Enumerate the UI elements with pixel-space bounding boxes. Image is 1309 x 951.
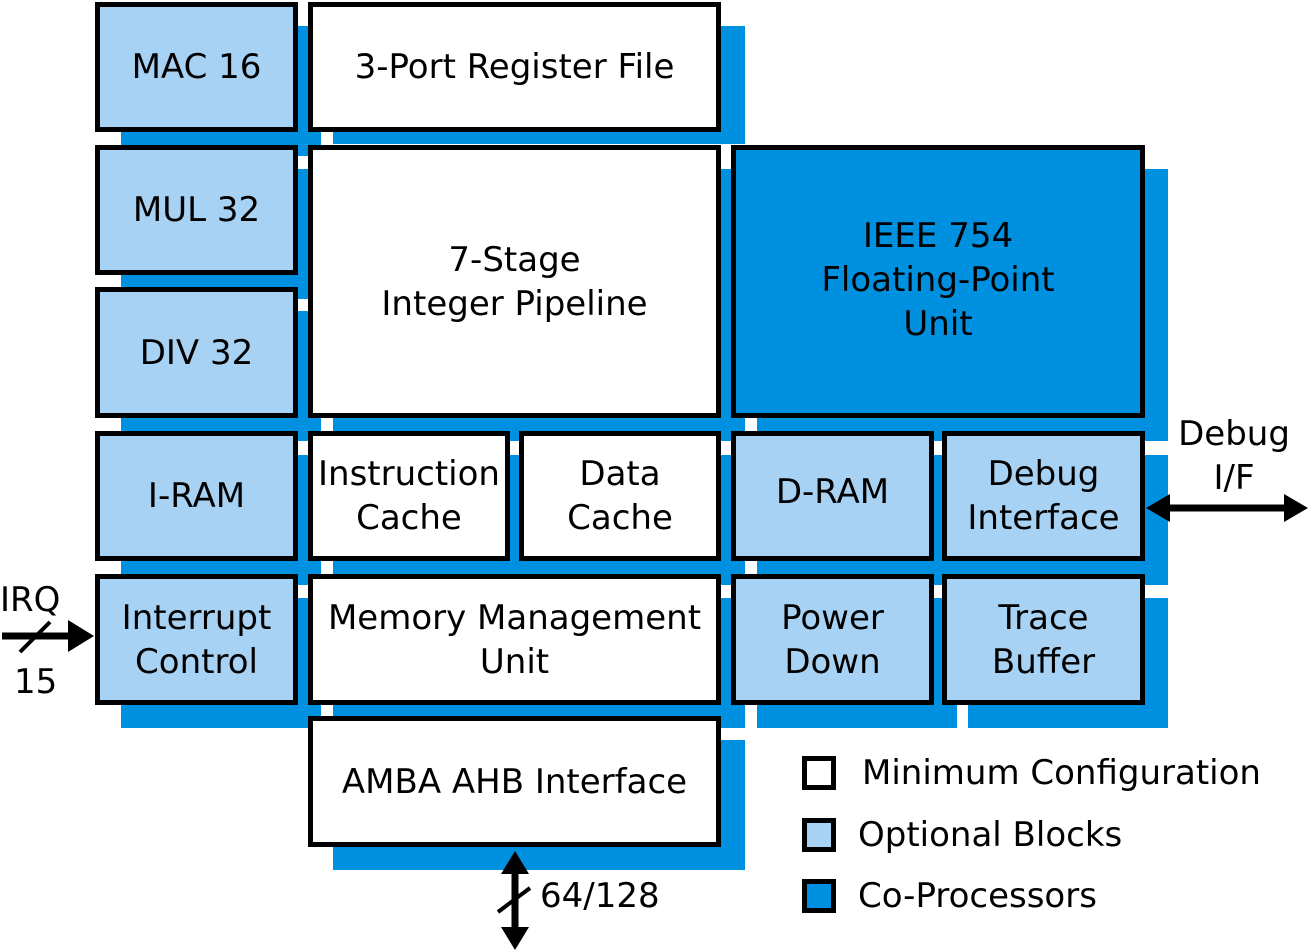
debug-interface-label: Debug Interface xyxy=(967,454,1120,538)
mmu-block: Memory Management Unit xyxy=(308,574,721,705)
instruction-cache-block: Instruction Cache xyxy=(308,431,510,561)
data-cache-label: Data Cache xyxy=(567,454,673,538)
legend-label-optional: Optional Blocks xyxy=(858,815,1123,855)
legend-swatch-minimum xyxy=(802,756,836,790)
irq-label: IRQ xyxy=(0,580,61,620)
iram-block: I-RAM xyxy=(95,431,298,561)
debug-if-label: Debug I/F xyxy=(1178,414,1290,498)
bus-arrow xyxy=(496,851,532,950)
mac16-label: MAC 16 xyxy=(131,47,262,87)
bus-width-label: 64/128 xyxy=(540,876,660,916)
mac16-block: MAC 16 xyxy=(95,2,298,132)
div32-label: DIV 32 xyxy=(139,332,254,373)
irq-arrow xyxy=(2,620,94,654)
iram-label: I-RAM xyxy=(147,476,246,516)
interrupt-control-label: Interrupt Control xyxy=(121,597,272,682)
debug-if-arrow xyxy=(1146,494,1308,522)
interrupt-control-block: Interrupt Control xyxy=(95,574,298,705)
register-file-label: 3-Port Register File xyxy=(354,47,675,87)
mul32-block: MUL 32 xyxy=(95,145,298,275)
integer-pipeline-label: 7-Stage Integer Pipeline xyxy=(381,239,648,324)
integer-pipeline-block: 7-Stage Integer Pipeline xyxy=(308,145,721,418)
fpu-block: IEEE 754 Floating-Point Unit xyxy=(731,145,1145,418)
legend-label-coprocessor: Co-Processors xyxy=(858,876,1097,916)
trace-buffer-block: Trace Buffer xyxy=(942,574,1145,705)
instruction-cache-label: Instruction Cache xyxy=(318,454,500,538)
mmu-label: Memory Management Unit xyxy=(327,597,702,682)
dram-block: D-RAM xyxy=(731,431,934,561)
fpu-label: IEEE 754 Floating-Point Unit xyxy=(821,216,1055,344)
power-down-label: Power Down xyxy=(781,597,884,682)
trace-buffer-label: Trace Buffer xyxy=(991,597,1096,682)
dram-label: D-RAM xyxy=(775,472,890,512)
legend-swatch-optional xyxy=(802,818,836,852)
legend-swatch-coprocessor xyxy=(802,879,836,913)
register-file-block: 3-Port Register File xyxy=(308,2,721,132)
power-down-block: Power Down xyxy=(731,574,934,705)
legend-label-minimum: Minimum Configuration xyxy=(862,753,1261,793)
data-cache-block: Data Cache xyxy=(519,431,721,561)
mul32-label: MUL 32 xyxy=(132,190,261,230)
debug-interface-block: Debug Interface xyxy=(942,431,1145,561)
div32-block: DIV 32 xyxy=(95,287,298,418)
irq-width-label: 15 xyxy=(14,662,58,702)
amba-ahb-interface-block: AMBA AHB Interface xyxy=(308,716,721,847)
amba-ahb-interface-label: AMBA AHB Interface xyxy=(341,761,688,802)
